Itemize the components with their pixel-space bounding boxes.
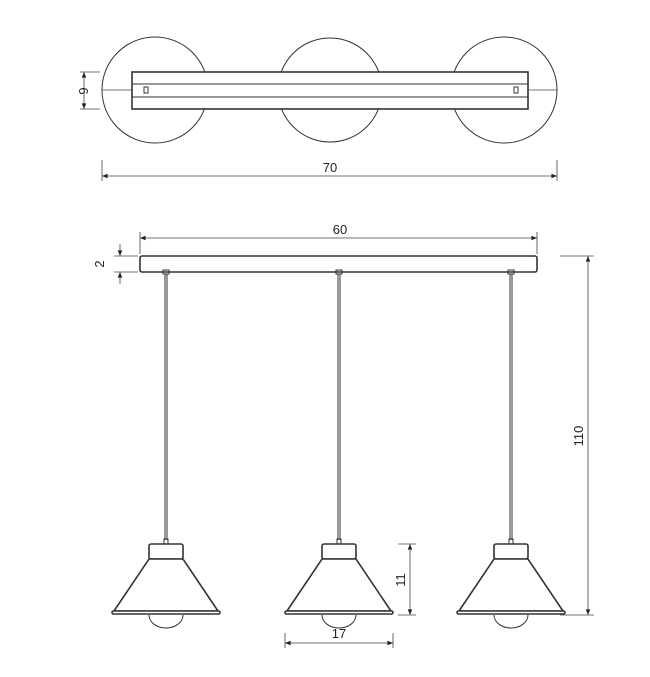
cone-shade bbox=[457, 558, 565, 612]
screw-slot-left bbox=[143, 86, 149, 94]
pendant-lamp bbox=[111, 269, 221, 629]
cord-grip bbox=[507, 269, 515, 275]
cord-grip bbox=[335, 269, 343, 275]
cord-grip bbox=[162, 269, 170, 275]
lamp-holder bbox=[321, 543, 357, 560]
ceiling-bar-side bbox=[139, 255, 538, 273]
shade-rim bbox=[111, 610, 221, 615]
pendant-lamp bbox=[456, 269, 566, 629]
bulb bbox=[321, 614, 357, 629]
lamp-holder bbox=[148, 543, 184, 560]
width-dimension-label: 70 bbox=[323, 160, 337, 175]
total-height-label: 110 bbox=[571, 426, 586, 447]
screw-slot-right bbox=[513, 86, 519, 94]
bulb bbox=[148, 614, 184, 629]
shade-diameter-label: 17 bbox=[332, 626, 346, 641]
depth-dimension-label: 6 bbox=[76, 87, 91, 94]
ceiling-bar-top bbox=[131, 71, 529, 110]
bar-height-label: 2 bbox=[92, 260, 107, 267]
shade-rim bbox=[456, 610, 566, 615]
side-view: 60 2 110 bbox=[92, 222, 594, 648]
shade-rim bbox=[284, 610, 394, 615]
top-view: 6 70 bbox=[76, 36, 558, 181]
bar-length-label: 60 bbox=[333, 222, 347, 237]
shade-height-label: 11 bbox=[393, 573, 408, 587]
pendant-lamp bbox=[284, 269, 394, 629]
cone-shade bbox=[285, 558, 393, 612]
cone-shade bbox=[112, 558, 220, 612]
bulb bbox=[493, 614, 529, 629]
lamp-holder bbox=[493, 543, 529, 560]
